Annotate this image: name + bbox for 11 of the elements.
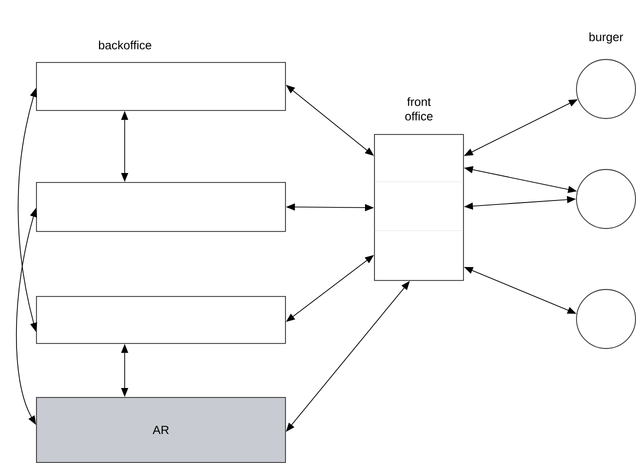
process-box: AR <box>36 397 286 463</box>
circle-node <box>576 59 636 119</box>
group-label: backoffice <box>98 40 152 50</box>
circle-node <box>576 169 636 229</box>
stack-box: front office <box>374 97 464 281</box>
process-box <box>36 62 286 111</box>
process-box <box>36 182 286 232</box>
process-box <box>36 296 286 344</box>
node-label: front office <box>405 97 433 120</box>
circle-node <box>576 289 636 349</box>
group-label: burger <box>590 32 624 44</box>
